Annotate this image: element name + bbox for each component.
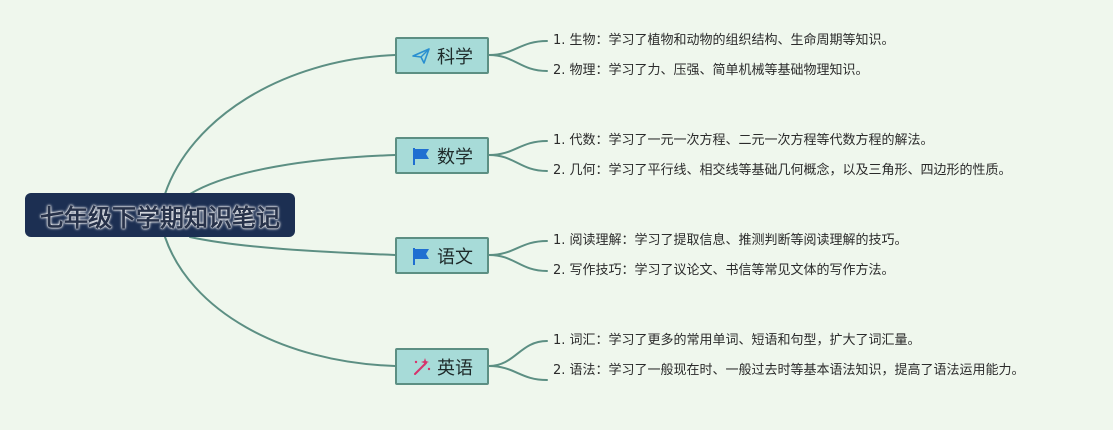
link-math-leaf-2 xyxy=(488,154,548,172)
branch-label: 英语 xyxy=(437,357,473,379)
chinese-leaf-1[interactable]: 1. 阅读理解：学习了提取信息、推测判断等阅读理解的技巧。 xyxy=(553,233,908,248)
link-chinese-leaf-2 xyxy=(488,254,548,272)
root-node[interactable]: 七年级下学期知识笔记 xyxy=(25,193,295,237)
branch-english[interactable]: 英语 xyxy=(395,348,489,385)
math-leaf-2[interactable]: 2. 几何：学习了平行线、相交线等基础几何概念，以及三角形、四边形的性质。 xyxy=(553,163,1012,178)
branch-label: 语文 xyxy=(437,246,473,268)
chinese-leaf-2[interactable]: 2. 写作技巧：学习了议论文、书信等常见文体的写作方法。 xyxy=(553,263,895,278)
link-science-leaf-1 xyxy=(488,40,548,56)
link-english-leaf-1 xyxy=(488,340,548,367)
paper-plane-icon xyxy=(411,46,431,66)
link-root-math xyxy=(189,154,396,195)
link-science-leaf-2 xyxy=(488,54,548,72)
root-title: 七年级下学期知识笔记 xyxy=(40,203,280,232)
science-leaf-1[interactable]: 1. 生物：学习了植物和动物的组织结构、生命周期等知识。 xyxy=(553,33,895,48)
magic-wand-icon xyxy=(411,357,431,377)
branch-chinese[interactable]: 语文 xyxy=(395,237,489,274)
english-leaf-2[interactable]: 2. 语法：学习了一般现在时、一般过去时等基本语法知识，提高了语法运用能力。 xyxy=(553,363,1025,378)
link-english-leaf-2 xyxy=(488,365,548,381)
link-root-chinese xyxy=(189,236,396,256)
link-root-science xyxy=(164,54,396,195)
math-leaf-1[interactable]: 1. 代数：学习了一元一次方程、二元一次方程等代数方程的解法。 xyxy=(553,133,934,148)
science-leaf-2[interactable]: 2. 物理：学习了力、压强、简单机械等基础物理知识。 xyxy=(553,63,869,78)
english-leaf-1[interactable]: 1. 词汇：学习了更多的常用单词、短语和句型，扩大了词汇量。 xyxy=(553,333,921,348)
branch-science[interactable]: 科学 xyxy=(395,37,489,74)
flag-icon xyxy=(411,246,431,266)
link-math-leaf-1 xyxy=(488,140,548,156)
branch-label: 科学 xyxy=(437,46,473,68)
flag-icon xyxy=(411,146,431,166)
branch-math[interactable]: 数学 xyxy=(395,137,489,174)
branch-label: 数学 xyxy=(437,146,473,168)
link-chinese-leaf-1 xyxy=(488,240,548,256)
link-root-english xyxy=(164,236,396,367)
